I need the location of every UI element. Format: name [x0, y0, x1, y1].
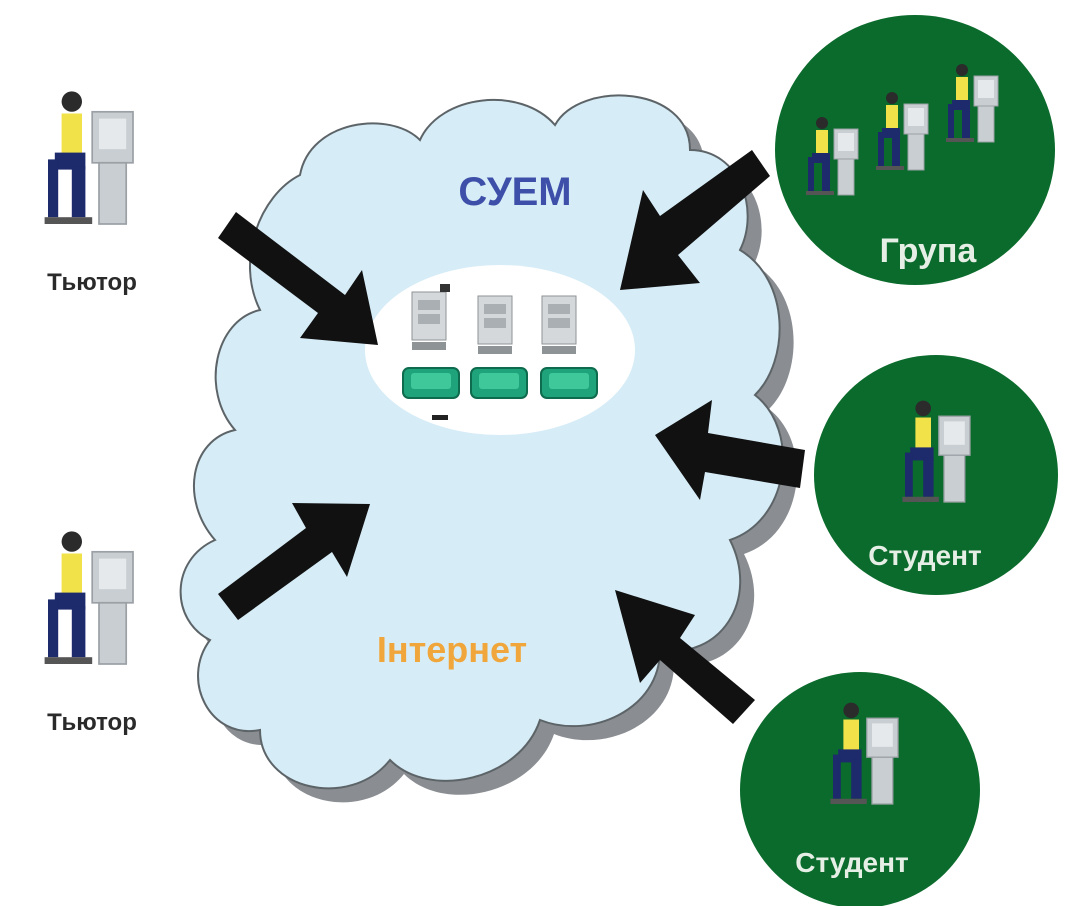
tutor-top: Тьютор [43, 90, 137, 296]
student-circle: Студент [740, 672, 980, 906]
internet-label: Інтернет [377, 629, 527, 670]
tutor-bottom: Тьютор [43, 530, 137, 736]
tutor-label: Тьютор [47, 709, 137, 736]
student-label: Студент [795, 847, 908, 878]
student-label: Студент [868, 540, 981, 571]
tutor-label: Тьютор [47, 269, 137, 296]
student-circle: Студент [814, 355, 1058, 595]
cloud-title: СУЕМ [458, 170, 571, 214]
group-label: Група [880, 232, 978, 270]
group-circle: Група [775, 15, 1055, 285]
server-rack-icon [402, 284, 598, 420]
arrow-icon [218, 150, 805, 724]
